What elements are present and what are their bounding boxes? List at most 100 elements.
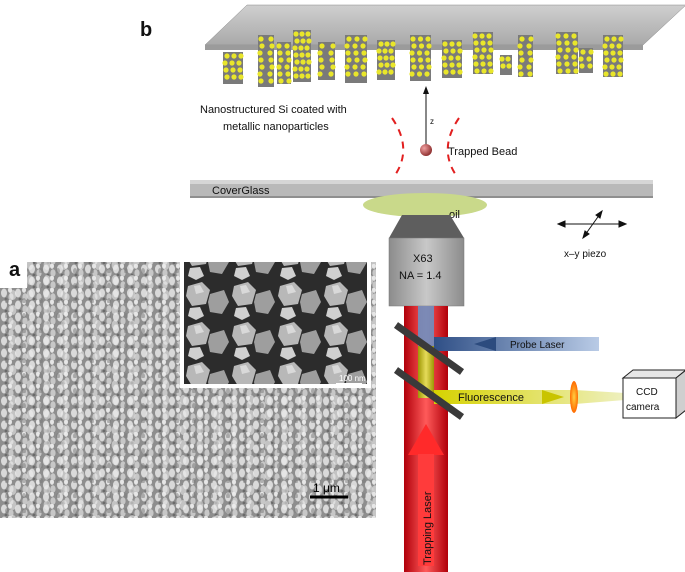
nanoparticle xyxy=(456,41,462,47)
sem-inset xyxy=(180,258,371,388)
panel-b-label: b xyxy=(140,19,152,41)
nanoparticle xyxy=(268,78,274,84)
nanoparticle xyxy=(488,68,494,74)
nanoparticle xyxy=(603,50,609,56)
nanoparticle xyxy=(346,36,352,42)
nanoparticle xyxy=(479,33,485,39)
nanoparticle xyxy=(294,38,300,44)
nanoparticle xyxy=(528,36,534,42)
nanoparticle xyxy=(224,53,230,59)
nanoparticle xyxy=(571,33,577,39)
nanoparticle xyxy=(277,50,283,56)
trapping-laser-arrow xyxy=(408,424,444,455)
trapped-bead xyxy=(420,144,432,156)
nanoparticle xyxy=(609,64,615,70)
nanoparticle xyxy=(329,57,335,63)
nanoparticle xyxy=(572,61,578,67)
nanoparticle xyxy=(384,62,390,68)
nanoparticle xyxy=(480,40,486,46)
nanoparticle xyxy=(487,61,493,67)
nanoparticle xyxy=(299,52,305,58)
dichroic-mirrors xyxy=(393,322,465,420)
ccd-camera xyxy=(621,369,685,420)
nanoparticle xyxy=(517,43,523,49)
nanoparticle xyxy=(268,36,274,42)
nanoparticle xyxy=(411,43,417,49)
nanoparticle xyxy=(388,48,394,54)
nanoparticle xyxy=(389,55,395,61)
nanostructured-substrate xyxy=(204,4,685,87)
nanoparticle xyxy=(442,41,448,47)
nanoparticle xyxy=(410,57,416,63)
nanoparticle xyxy=(285,50,291,56)
nanoparticle xyxy=(362,57,368,63)
nanoparticle xyxy=(580,49,586,55)
nanoparticle xyxy=(345,71,351,77)
nanoparticle xyxy=(306,38,312,44)
nanoparticle xyxy=(616,43,622,49)
nanoparticle xyxy=(305,52,311,58)
nanoparticle xyxy=(555,54,561,60)
nanoparticle xyxy=(257,71,263,77)
nanoparticle xyxy=(238,53,244,59)
nanoparticle xyxy=(486,33,492,39)
nanoparticle xyxy=(388,69,394,75)
nanoparticle xyxy=(418,43,425,49)
nanoparticle xyxy=(390,62,396,68)
nanoparticle xyxy=(269,64,275,70)
nanoparticle xyxy=(416,50,423,56)
nanoparticle xyxy=(448,55,454,61)
nanoparticle xyxy=(481,68,487,74)
nanoparticle xyxy=(473,61,479,67)
nanoparticle xyxy=(571,54,577,60)
nanoparticle xyxy=(457,48,463,54)
nanoparticle xyxy=(505,56,511,62)
nanoparticle xyxy=(618,36,624,42)
nanoparticle xyxy=(526,43,532,49)
substrate-label-line2: metallic nanoparticles xyxy=(223,121,329,133)
nanoparticle xyxy=(517,64,523,70)
nanoparticle xyxy=(426,43,432,49)
nanoparticle xyxy=(527,71,533,77)
nanoparticle xyxy=(578,56,584,62)
nanoparticle xyxy=(506,63,512,69)
cover-glass-label: CoverGlass xyxy=(212,185,270,197)
nanoparticle xyxy=(610,71,616,77)
nanoparticle xyxy=(277,71,283,77)
nanoparticle xyxy=(293,73,299,79)
oil-label: oil xyxy=(449,209,460,221)
nanoparticle xyxy=(456,62,462,68)
nanoparticle xyxy=(353,50,359,56)
trapped-bead-label: Trapped Bead xyxy=(448,146,517,158)
nanoparticle xyxy=(267,50,273,56)
nanoparticle xyxy=(449,62,455,68)
nanoparticle xyxy=(588,49,594,55)
nanoparticle xyxy=(237,67,243,73)
nanoparticle xyxy=(317,50,323,56)
nanoparticle xyxy=(563,33,569,39)
nanoparticle xyxy=(564,40,570,46)
nanoparticle xyxy=(565,68,571,74)
nanoparticle xyxy=(518,71,524,77)
nanoparticle xyxy=(417,36,424,42)
nanoparticle xyxy=(481,47,487,53)
nanoparticle xyxy=(328,50,334,56)
nanoparticle xyxy=(480,61,486,67)
nanoparticle xyxy=(286,57,292,63)
nanoparticle xyxy=(384,41,390,47)
nanoparticle xyxy=(425,36,431,42)
nanoparticle xyxy=(563,54,569,60)
nanoparticle xyxy=(527,50,533,56)
nanoparticle xyxy=(488,47,494,53)
nanoparticle xyxy=(473,40,479,46)
nanoparticle xyxy=(382,48,388,54)
nanoparticle xyxy=(258,78,264,84)
nanoparticle xyxy=(293,52,299,58)
nanoparticle xyxy=(278,57,284,63)
nanoparticle xyxy=(602,43,608,49)
nanoparticle xyxy=(361,50,367,56)
nanoparticle xyxy=(450,48,456,54)
nanoparticle xyxy=(362,36,368,42)
nanoparticle xyxy=(361,71,367,77)
nanoparticle xyxy=(616,64,622,70)
